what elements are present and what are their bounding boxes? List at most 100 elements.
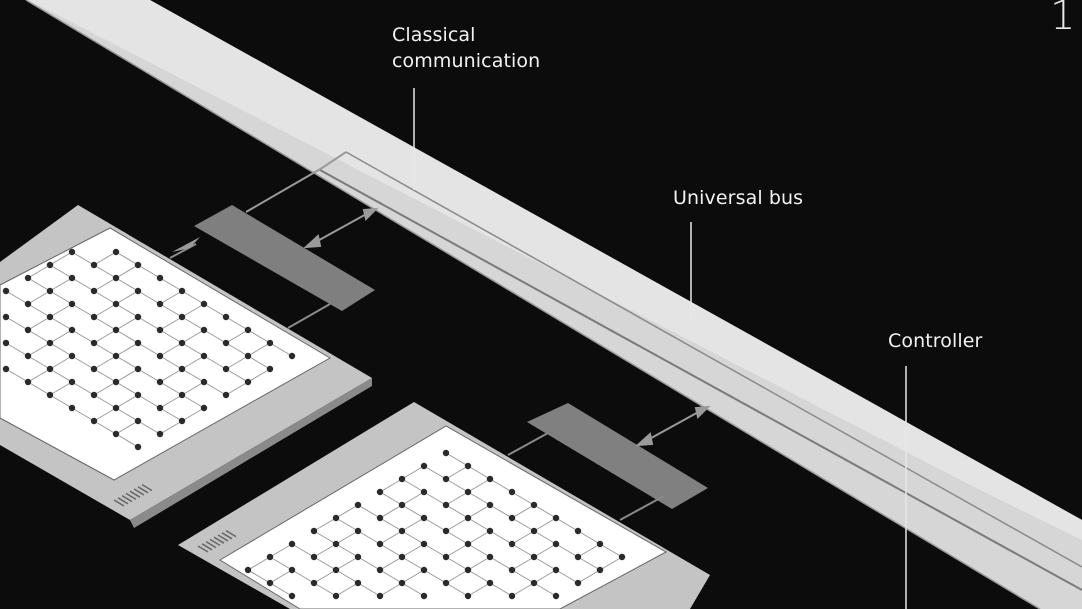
qubit-dot — [90, 417, 98, 425]
qubit-dot — [200, 300, 208, 308]
qubit-coupler — [225, 329, 249, 344]
qubit-coupler — [49, 303, 73, 318]
qubit-dot — [24, 352, 32, 360]
qubit-coupler — [93, 316, 117, 331]
qubit-coupler — [335, 543, 359, 558]
qubit-dot — [376, 566, 384, 574]
qubit-dot — [90, 365, 98, 373]
qubit-lattice-lower — [244, 449, 626, 600]
qubit-coupler — [115, 303, 139, 318]
qubit-dot — [398, 579, 406, 587]
qubit-coupler — [379, 504, 403, 519]
qubit-dot — [244, 352, 252, 360]
qubit-dot — [112, 326, 120, 334]
label-classical-communication: Classical communication — [392, 24, 541, 72]
qubit-dot — [46, 339, 54, 347]
qubit-dot — [398, 553, 406, 561]
qubit-dot — [2, 339, 10, 347]
qubit-dot — [2, 365, 10, 373]
qubit-coupler — [445, 478, 469, 493]
qubit-dot — [2, 287, 10, 295]
qubit-coupler — [159, 303, 183, 318]
qubit-coupler — [5, 290, 29, 305]
qubit-coupler — [379, 491, 403, 506]
qubit-coupler — [27, 342, 51, 357]
qubit-dot — [420, 540, 428, 548]
qubit-coupler — [115, 290, 139, 305]
qubit-dot — [46, 365, 54, 373]
qubit-coupler — [489, 582, 513, 597]
qubit-coupler — [93, 407, 117, 422]
qubit-coupler — [137, 290, 161, 305]
qubit-dot — [46, 313, 54, 321]
bidirectional-arrow-icon — [303, 207, 379, 249]
qubit-coupler — [379, 517, 403, 532]
qubit-dot — [552, 566, 560, 574]
qubit-coupler — [115, 329, 139, 344]
qubit-dot — [46, 287, 54, 295]
qubit-coupler — [445, 517, 469, 532]
barcode-bar — [125, 492, 137, 501]
qubit-coupler — [27, 355, 51, 370]
qubit-coupler — [423, 491, 447, 506]
qubit-dot — [244, 326, 252, 334]
qubit-dot — [332, 592, 340, 600]
qubit-coupler — [401, 478, 425, 493]
qubit-coupler — [181, 316, 205, 331]
qubit-dot — [222, 313, 230, 321]
qubit-dot — [508, 514, 516, 522]
barcode-bar — [117, 497, 129, 505]
qubit-dot — [24, 378, 32, 386]
qubit-coupler — [203, 355, 227, 370]
qubit-coupler — [159, 381, 183, 396]
qubit-dot — [24, 326, 32, 334]
bus-groove-inner — [345, 151, 1082, 568]
qubit-dot — [90, 287, 98, 295]
qubit-coupler — [137, 420, 161, 435]
qubit-dot — [574, 579, 582, 587]
qubit-coupler — [27, 316, 51, 331]
qubit-coupler — [445, 452, 469, 467]
qubit-coupler — [357, 504, 381, 519]
qubit-coupler — [27, 303, 51, 318]
qubit-coupler — [115, 264, 139, 279]
qubit-dot — [420, 592, 428, 600]
qubit-coupler — [269, 342, 293, 357]
qubit-dot — [222, 391, 230, 399]
qubit-dot — [156, 326, 164, 334]
qubit-dot — [222, 365, 230, 373]
qubit-coupler — [291, 543, 315, 558]
qubit-coupler — [225, 368, 249, 383]
qubit-coupler — [489, 504, 513, 519]
qubit-coupler — [181, 342, 205, 357]
qubit-coupler — [445, 543, 469, 558]
qubit-coupler — [203, 303, 227, 318]
qubit-coupler — [599, 556, 623, 571]
qubit-coupler — [137, 394, 161, 409]
qubit-coupler — [93, 329, 117, 344]
qubit-lattice-upper — [2, 248, 296, 451]
qubit-coupler — [247, 368, 271, 383]
qubit-coupler — [27, 381, 51, 396]
controller-upper — [169, 205, 375, 329]
qubit-coupler — [577, 530, 601, 545]
qubit-coupler — [225, 355, 249, 370]
qubit-dot — [464, 488, 472, 496]
barcode-bar — [121, 494, 133, 503]
qubit-dot — [486, 579, 494, 587]
qubit-dot — [112, 274, 120, 282]
qubit-coupler — [467, 465, 491, 480]
qubit-dot — [552, 540, 560, 548]
label-universal-bus: Universal bus — [673, 187, 804, 209]
qubit-coupler — [159, 420, 183, 435]
qubit-coupler — [445, 491, 469, 506]
bus-connector-upper — [245, 151, 347, 213]
qubit-coupler — [115, 407, 139, 422]
chip-lower — [178, 402, 710, 609]
qubit-coupler — [533, 504, 557, 519]
qubit-coupler — [247, 329, 271, 344]
qubit-coupler — [577, 543, 601, 558]
bus-edge — [25, 0, 1041, 609]
qubit-dot — [464, 566, 472, 574]
qubit-coupler — [269, 582, 293, 597]
